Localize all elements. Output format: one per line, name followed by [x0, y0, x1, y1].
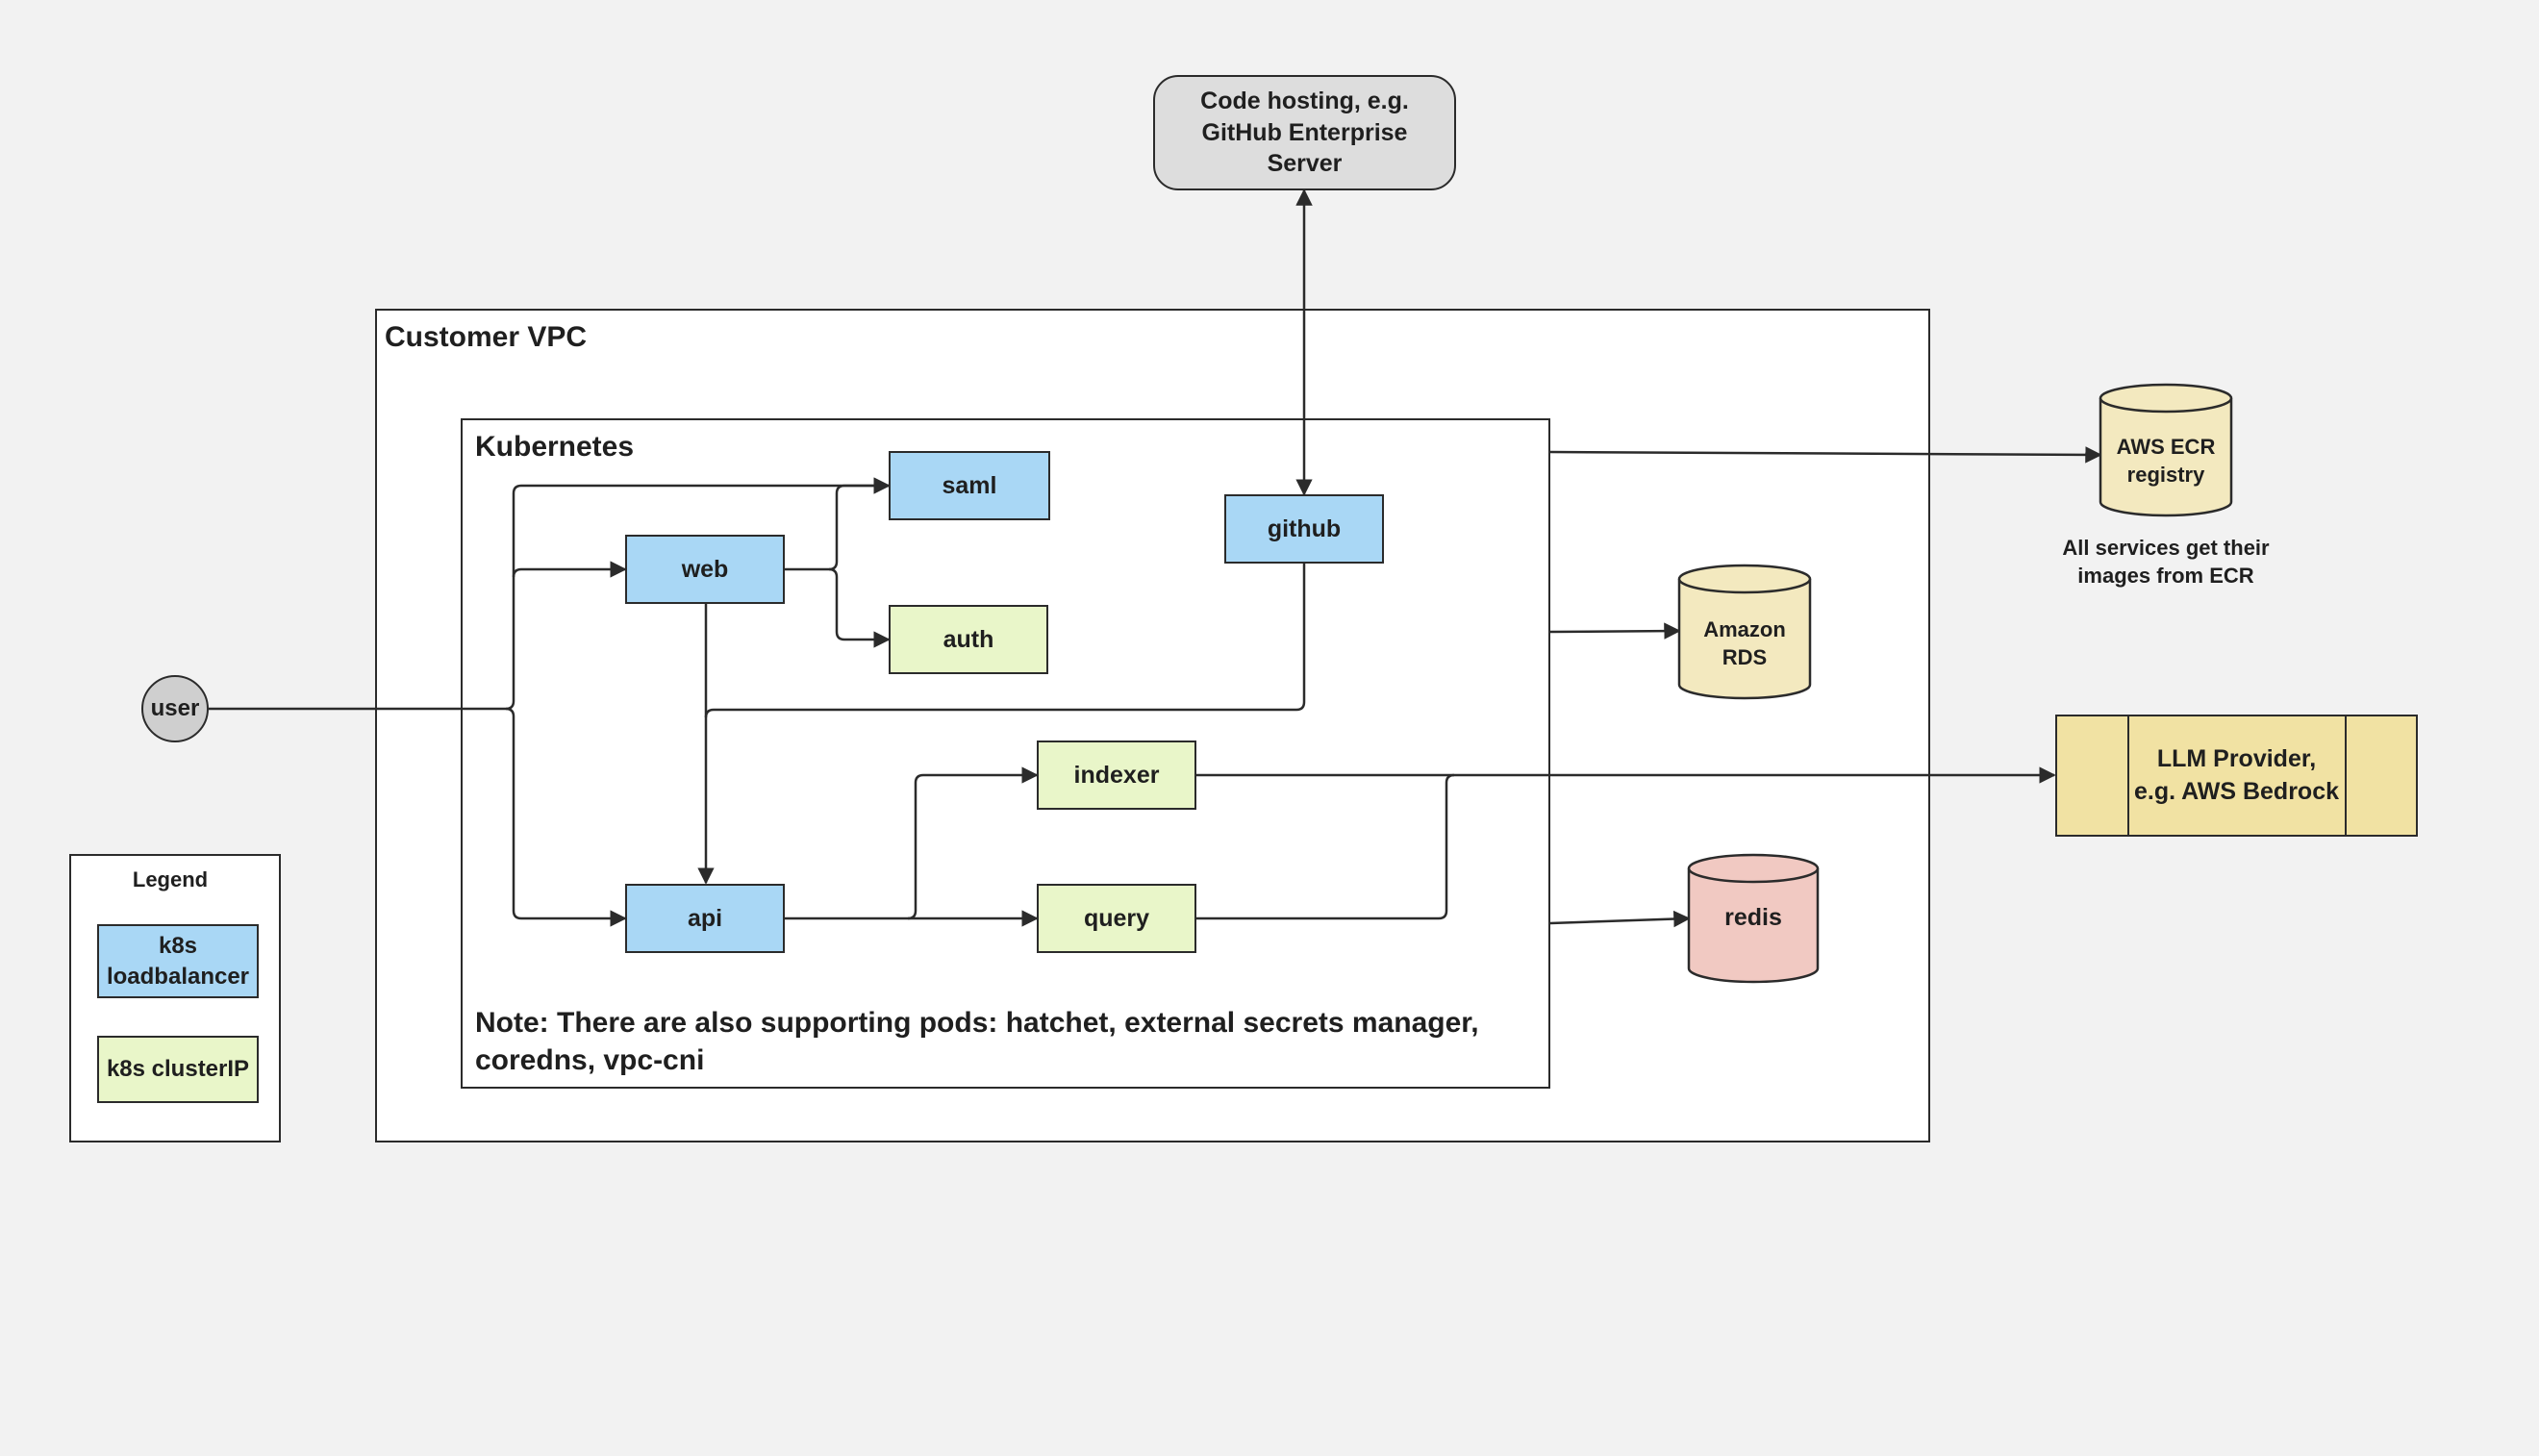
ecr-label[interactable]: AWS ECR registry	[2116, 435, 2216, 487]
vpc-title: Customer VPC	[385, 321, 588, 353]
llm-provider-label: LLM Provider, e.g. AWS Bedrock	[2134, 744, 2340, 805]
user-node[interactable]: user	[141, 675, 209, 742]
legend-title: Legend	[132, 867, 209, 891]
service-query[interactable]: query	[1037, 884, 1196, 953]
service-github[interactable]: github	[1224, 494, 1384, 564]
kubernetes-title: Kubernetes	[475, 431, 635, 463]
llm-right-divider	[2345, 716, 2347, 835]
service-web[interactable]: web	[625, 535, 785, 604]
service-auth[interactable]: auth	[889, 605, 1048, 674]
supporting-pods-note: Note: There are also supporting pods: ha…	[475, 1007, 1479, 1076]
code-hosting-node[interactable]: Code hosting, e.g. GitHub Enterprise Ser…	[1153, 75, 1456, 190]
llm-provider-node[interactable]: LLM Provider, e.g. AWS Bedrock	[2055, 715, 2418, 837]
service-api[interactable]: api	[625, 884, 785, 953]
service-indexer[interactable]: indexer	[1037, 741, 1196, 810]
llm-left-divider	[2127, 716, 2129, 835]
service-saml[interactable]: saml	[889, 451, 1050, 520]
rds-label[interactable]: Amazon RDS	[1703, 617, 1786, 669]
legend-clusterip: k8s clusterIP	[97, 1036, 259, 1103]
legend-loadbalancer: k8s loadbalancer	[97, 924, 259, 998]
redis-label[interactable]: redis	[1724, 903, 1782, 931]
ecr-caption: All services get their images from ECR	[2062, 536, 2270, 588]
